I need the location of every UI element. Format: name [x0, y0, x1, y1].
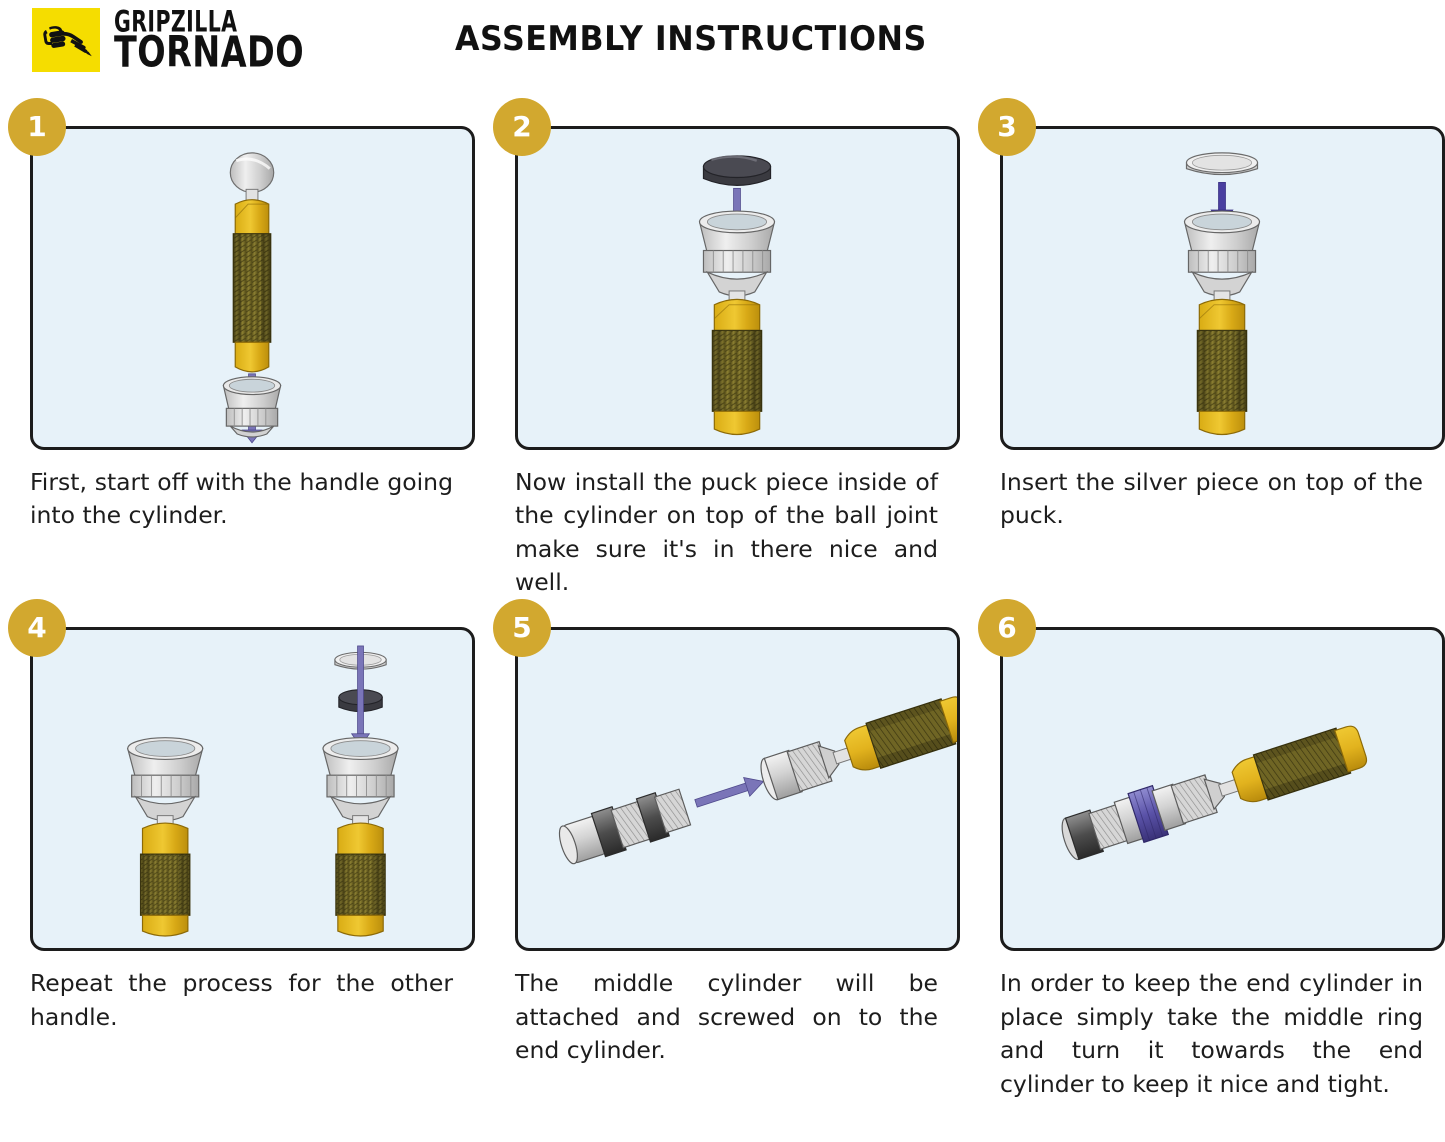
page-header: GRIPZILLA TORNADO ASSEMBLY INSTRUCTIONS — [0, 0, 1445, 96]
step-badge-2: 2 — [493, 98, 551, 156]
steps-grid: 1 — [0, 96, 1445, 1101]
handle-into-cylinder-art — [222, 152, 282, 444]
middle-cylinder-to-end-cylinder-art — [558, 696, 957, 865]
step-illustration-6 — [1000, 627, 1445, 952]
step-caption-5: The middle cylinder will be attached and… — [515, 969, 938, 1065]
step-cell-5: 5 — [485, 599, 970, 1100]
page-title: ASSEMBLY INSTRUCTIONS — [455, 19, 927, 59]
step-badge-4: 4 — [8, 599, 66, 658]
step-cell-6: 6 — [970, 599, 1445, 1100]
step-illustration-2 — [515, 126, 960, 450]
step-caption-4: Repeat the process for the other handle. — [30, 969, 453, 1031]
brand-name-top: GRIPZILLA — [114, 4, 238, 39]
steps-row-2: 4 — [0, 599, 1445, 1100]
two-handles-repeat-art — [126, 645, 399, 938]
step-cell-2: 2 — [485, 96, 970, 599]
step-illustration-3 — [1000, 126, 1445, 450]
step-badge-5: 5 — [493, 599, 551, 658]
step-cell-4: 4 — [0, 599, 485, 1100]
flexed-arm-fist-icon — [32, 8, 100, 72]
brand-name-bottom: TORNADO — [114, 27, 305, 77]
step-badge-6: 6 — [978, 599, 1036, 658]
step-caption-6: In order to keep the end cylinder in pla… — [1000, 969, 1423, 1098]
step-caption-2: Now install the puck piece inside of the… — [515, 468, 938, 597]
step-badge-1: 1 — [8, 98, 66, 156]
brand-logo: GRIPZILLA TORNADO — [32, 4, 330, 77]
silver-disc-into-cylinder-art — [1183, 152, 1261, 436]
locking-ring-tightened-art — [1061, 726, 1368, 861]
step-illustration-1 — [30, 126, 475, 450]
steps-row-1: 1 — [0, 96, 1445, 599]
step-illustration-4 — [30, 627, 475, 952]
step-illustration-5 — [515, 627, 960, 952]
puck-into-cylinder-art — [698, 155, 776, 436]
step-caption-1: First, start off with the handle going i… — [30, 468, 453, 530]
step-cell-1: 1 — [0, 96, 485, 599]
step-caption-3: Insert the silver piece on top of the pu… — [1000, 468, 1423, 530]
step-badge-3: 3 — [978, 98, 1036, 156]
step-cell-3: 3 — [970, 96, 1445, 599]
